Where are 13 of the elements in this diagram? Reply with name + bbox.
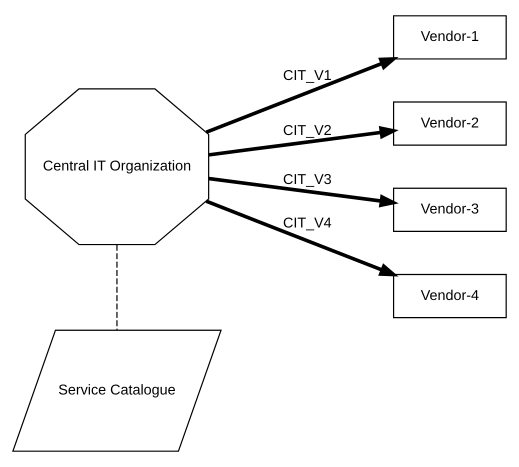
connector bbox=[116, 244, 118, 330]
edge-label: CIT_V3 bbox=[283, 172, 332, 188]
arrow bbox=[206, 57, 398, 134]
edge-label: CIT_V4 bbox=[283, 215, 332, 232]
edge-label: CIT_V1 bbox=[283, 68, 332, 84]
node-box: Vendor-3 bbox=[392, 188, 507, 232]
node-box: Vendor-1 bbox=[392, 15, 507, 60]
arrow bbox=[206, 200, 398, 276]
node-box: Vendor-2 bbox=[392, 101, 507, 146]
arrow bbox=[208, 126, 399, 157]
edge-label: CIT_V2 bbox=[283, 123, 332, 140]
node-box: Vendor-4 bbox=[392, 274, 507, 318]
arrow bbox=[208, 176, 399, 208]
